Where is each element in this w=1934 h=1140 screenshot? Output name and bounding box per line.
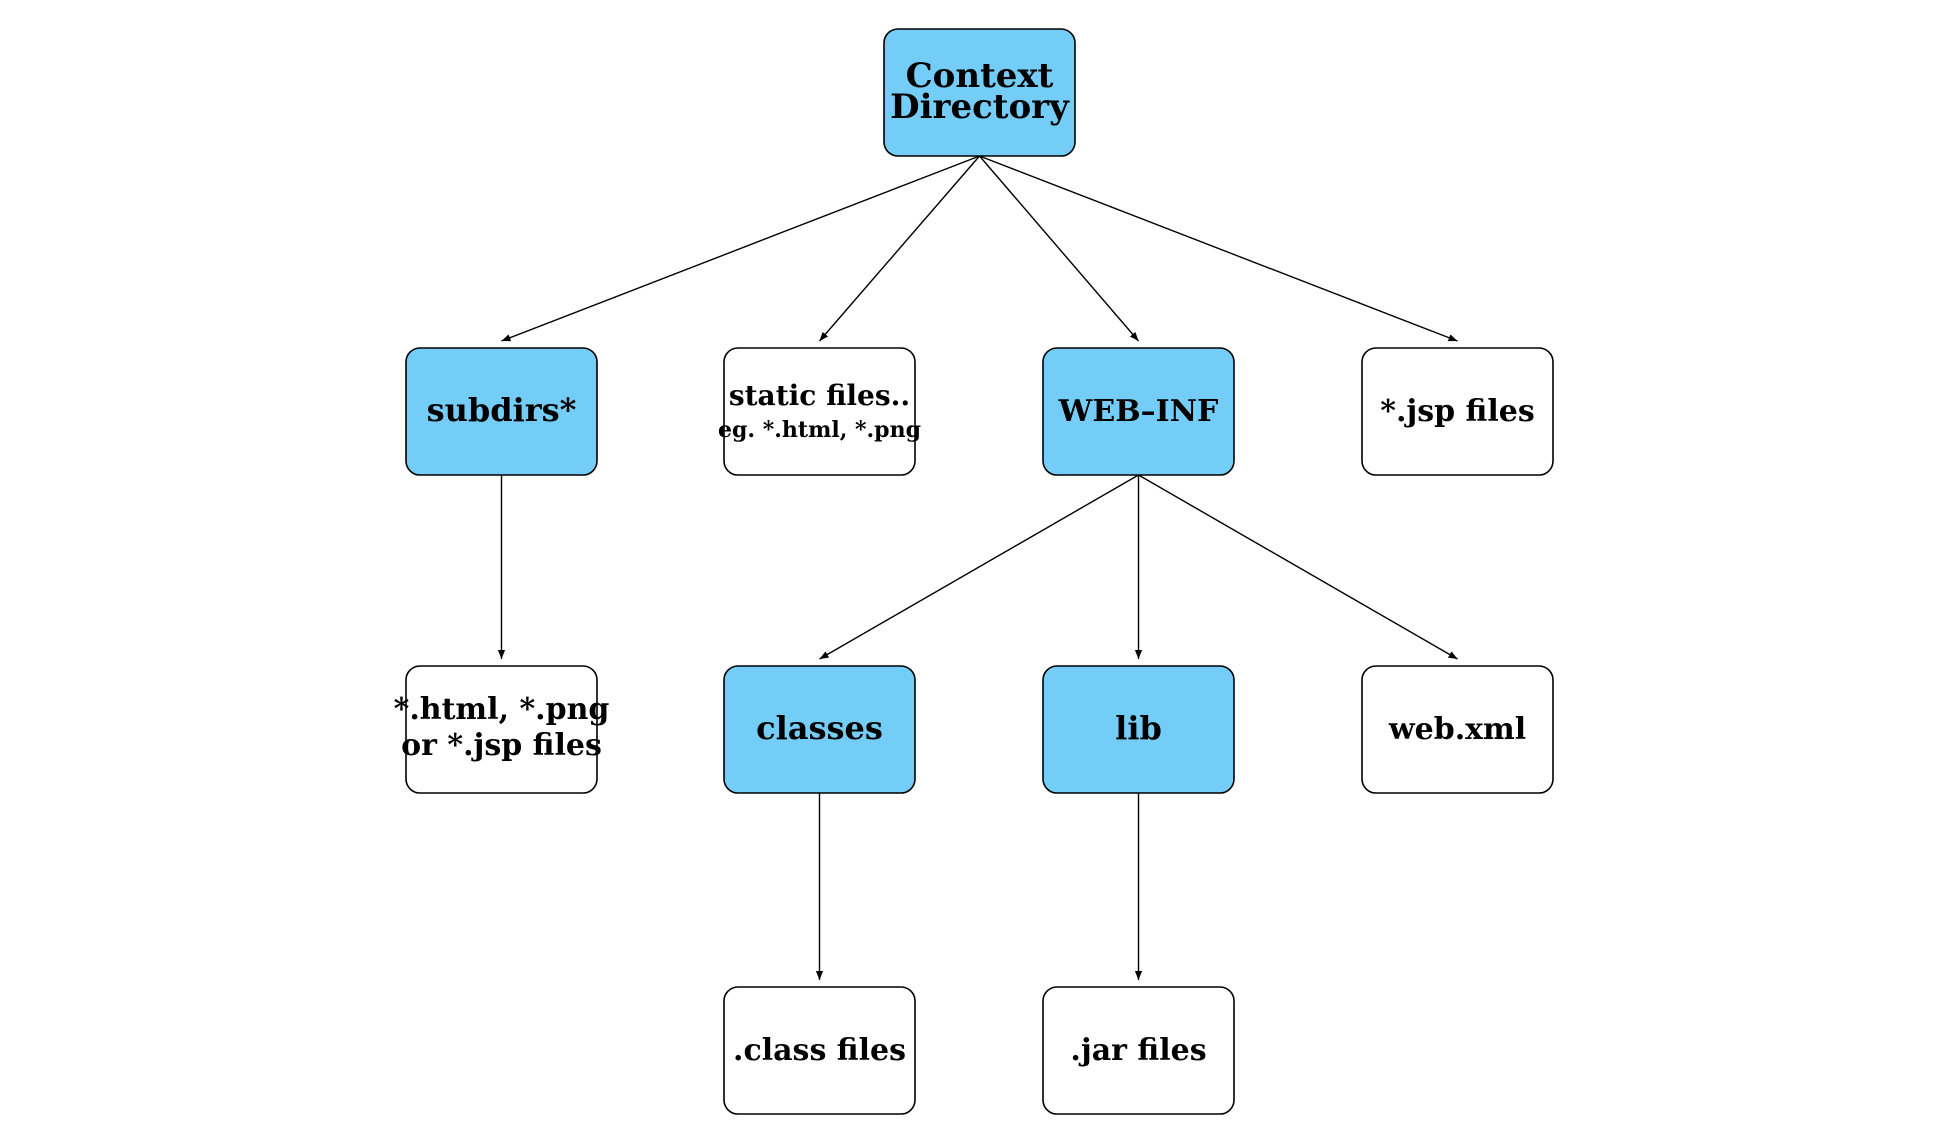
node-static-box	[723, 347, 916, 476]
edge-context-to-webinf	[978, 155, 1140, 342]
node-jsp-box	[1361, 347, 1554, 476]
node-subdirs: subdirs*	[405, 347, 598, 476]
node-html-box	[405, 665, 598, 794]
node-classes-label-1: classes	[756, 709, 883, 747]
node-webinf: WEB–INF	[1042, 347, 1235, 476]
node-jsp-label-1: *.jsp files	[1380, 394, 1534, 429]
node-static-label-1: static files..	[729, 379, 910, 412]
node-lib: lib	[1042, 665, 1235, 794]
edge-context-to-jsp	[979, 155, 1458, 342]
node-context-box	[883, 28, 1076, 157]
edge-context-to-static	[818, 155, 981, 342]
node-classes-box	[723, 665, 916, 794]
node-webinf-label-1: WEB–INF	[1058, 394, 1219, 429]
node-html-label-1: *.html, *.png	[394, 692, 610, 727]
node-jarfiles-label-1: .jar files	[1070, 1033, 1206, 1068]
node-jarfiles-box	[1042, 986, 1235, 1115]
edge-webinf-to-webxml	[1138, 474, 1458, 660]
node-webxml-box	[1361, 665, 1554, 794]
node-static-label-2: eg. *.html, *.png	[718, 417, 921, 443]
edge-context-to-subdirs	[501, 155, 980, 342]
node-context-label-1: Context	[906, 56, 1054, 96]
node-lib-label-1: lib	[1115, 709, 1162, 747]
node-static: static files.. eg. *.html, *.png	[718, 347, 921, 476]
node-classfiles: .class files	[723, 986, 916, 1115]
node-context-label-2: Directory	[890, 87, 1070, 127]
node-lib-box	[1042, 665, 1235, 794]
edges	[497, 155, 1458, 980]
node-classfiles-box	[723, 986, 916, 1115]
node-jsp: *.jsp files	[1361, 347, 1554, 476]
node-webinf-box	[1042, 347, 1235, 476]
node-webxml: web.xml	[1361, 665, 1554, 794]
node-classfiles-label-1: .class files	[733, 1033, 906, 1068]
node-subdirs-label-1: subdirs*	[427, 391, 577, 429]
node-jarfiles: .jar files	[1042, 986, 1235, 1115]
node-webxml-label-1: web.xml	[1388, 712, 1526, 747]
node-html-label-2: or *.jsp files	[401, 728, 602, 763]
node-classes: classes	[723, 665, 916, 794]
edge-webinf-to-classes	[819, 474, 1139, 660]
node-subdirs-box	[405, 347, 598, 476]
